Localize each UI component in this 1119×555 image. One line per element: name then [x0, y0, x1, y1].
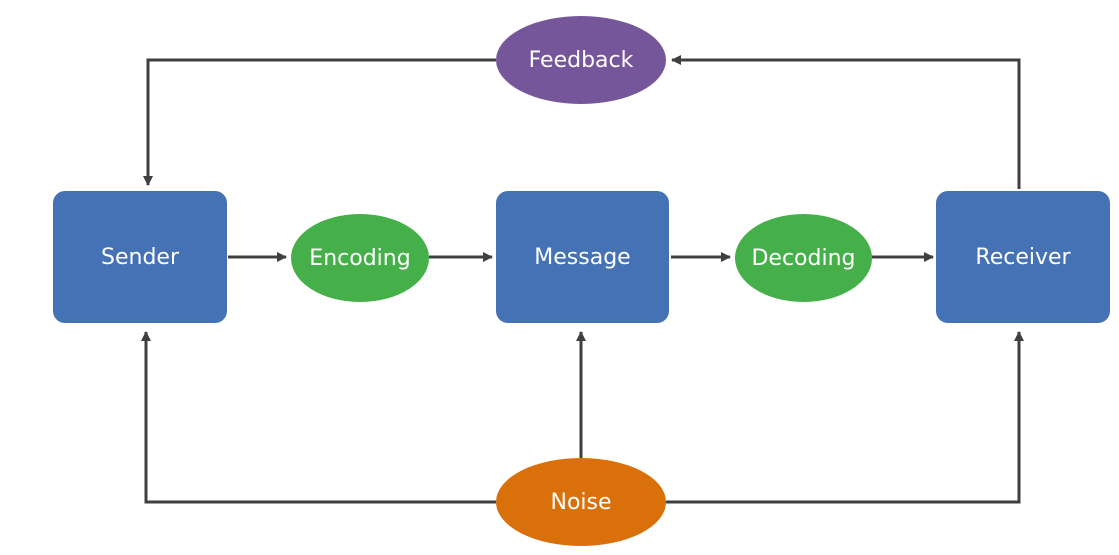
decoding-label: Decoding [751, 245, 856, 271]
noise-node: Noise [496, 458, 666, 546]
feedback-label: Feedback [528, 47, 634, 73]
feedback-node: Feedback [496, 16, 666, 104]
receiver-node: Receiver [936, 191, 1110, 323]
arrow-receiver-to-feedback [671, 55, 1021, 189]
encoding-label: Encoding [309, 245, 411, 271]
arrow-feedback-to-sender [143, 58, 496, 186]
decoding-node: Decoding [735, 214, 872, 302]
sender-label: Sender [101, 244, 179, 270]
receiver-label: Receiver [975, 244, 1071, 270]
encoding-node: Encoding [291, 214, 429, 302]
message-node: Message [496, 191, 669, 323]
message-label: Message [534, 244, 631, 270]
noise-label: Noise [550, 489, 612, 515]
arrow-noise-to-receiver [666, 331, 1024, 504]
sender-node: Sender [53, 191, 227, 323]
arrow-noise-to-sender [141, 331, 496, 504]
